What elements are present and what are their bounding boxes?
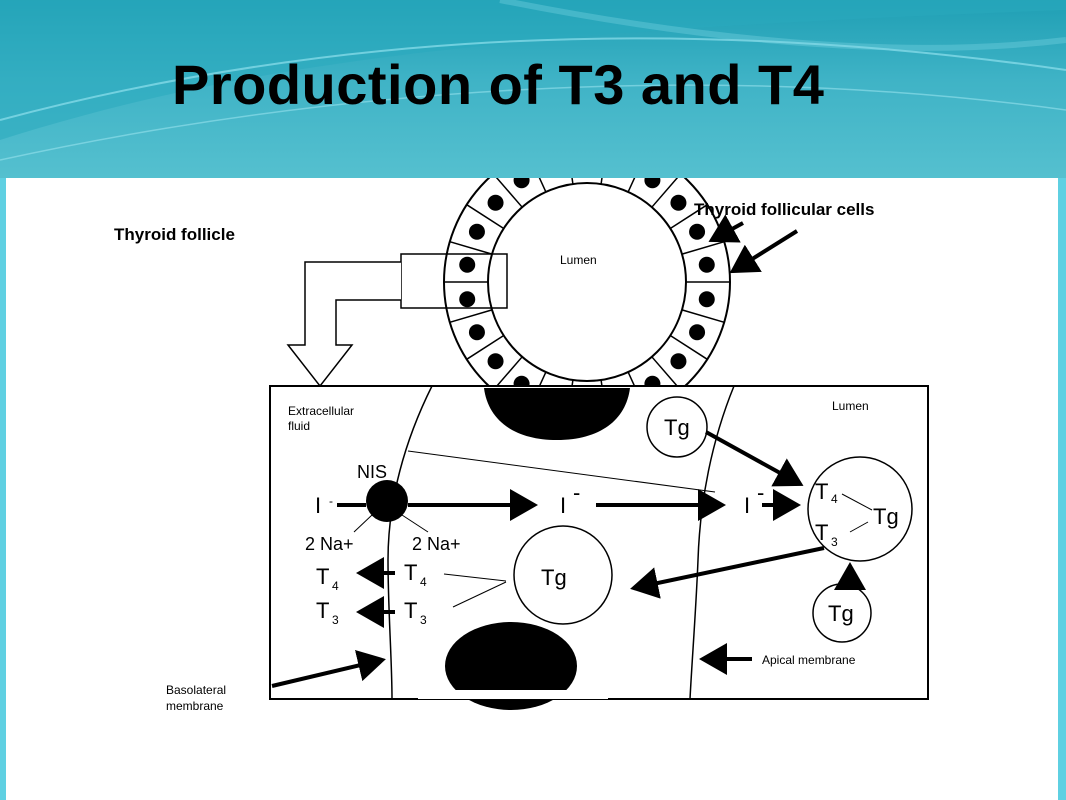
upper-nucleus (484, 388, 630, 440)
t3-release-line (452, 581, 507, 608)
tg-cell-circle (513, 525, 613, 625)
follicle-cell-wall (669, 204, 708, 230)
na-right-line (401, 514, 429, 533)
t4-release-line (443, 573, 507, 582)
basolateral-label-2: membrane (166, 699, 224, 713)
t4-label-out: T (316, 564, 329, 589)
t3-sub-out: 3 (332, 613, 339, 627)
follicle-cell-wall (651, 356, 682, 391)
slide-header: Production of T3 and T4 (0, 0, 1066, 178)
follicular-cells-arrow-2 (729, 229, 799, 274)
t4-sub-cell: 4 (420, 575, 427, 589)
follicle-cell-wall (449, 240, 493, 255)
slide-title: Production of T3 and T4 (172, 53, 825, 116)
t3-label-cell: T (404, 598, 417, 623)
follicle-cell-nucleus (487, 353, 504, 370)
t3-sub-lumen: 3 (831, 535, 838, 549)
follicle-cell-nucleus (689, 223, 706, 240)
zoom-arrow (286, 261, 401, 388)
extracellular-label-1: Extracellular (288, 404, 354, 418)
thyroid-follicle-label: Thyroid follicle (114, 225, 235, 244)
header-wave-decoration (0, 0, 1066, 161)
basolateral-arrow (271, 649, 386, 688)
slide-left-border (0, 0, 6, 800)
basolateral-membrane-line (387, 385, 433, 700)
t3-bond (849, 521, 869, 533)
tg-inner-label: Tg (873, 504, 899, 529)
t3-sub-cell: 3 (420, 613, 427, 627)
t4-label-lumen: T (815, 479, 828, 504)
diagram-panel: Lumen Thyroid follicle Thyroid follicula… (6, 178, 1058, 800)
iodinated-tg-circle (807, 456, 913, 562)
follicle-cell-nucleus (513, 178, 530, 189)
iodide-outside-charge: - (329, 494, 333, 508)
follicle-cell-nucleus (670, 353, 687, 370)
lower-nucleus (445, 622, 577, 710)
follicle-cell-nucleus (468, 324, 485, 341)
follicle-cell-wall (449, 309, 493, 324)
tg-bottom-label: Tg (828, 601, 854, 626)
follicle-cell-wall (466, 334, 505, 360)
follicle-cell-nucleus (468, 223, 485, 240)
na-left-label: 2 Na+ (305, 534, 354, 554)
thyroid-follicle-ring (443, 178, 731, 426)
nis-transporter (366, 480, 408, 522)
iodide-outside: I (315, 493, 321, 518)
apical-membrane-line (689, 385, 735, 700)
cell-lumen-label: Lumen (832, 399, 869, 413)
t3-label-out: T (316, 598, 329, 623)
tg-cell-label: Tg (541, 565, 567, 590)
iodide-cytoplasm-charge: - (573, 480, 580, 505)
nis-label: NIS (357, 462, 387, 482)
follicle-cell-wall (681, 309, 725, 324)
follicle-cell-wall (466, 204, 505, 230)
slide-right-border (1058, 0, 1066, 800)
follicle-cell-nucleus (689, 324, 706, 341)
follicle-cell-nucleus (459, 256, 476, 273)
follicle-cell-nucleus (698, 256, 715, 273)
extracellular-label-2: fluid (288, 419, 310, 433)
follicle-cell-wall (492, 356, 523, 391)
na-left-line (353, 514, 373, 533)
follicle-cell-wall (651, 178, 679, 208)
endocytosis-arrow (630, 546, 825, 599)
t4-bond (841, 493, 873, 511)
follicle-cell-nucleus (670, 194, 687, 211)
follicle-cell-wall (669, 334, 708, 360)
follicular-cells-label: Thyroid follicular cells (694, 200, 874, 219)
follicle-cell-nucleus (644, 178, 661, 189)
follicle-cell-wall (681, 240, 725, 255)
follicle-cell-wall (627, 178, 636, 193)
tg-lumen-label: Tg (664, 415, 690, 440)
t4-label-cell: T (404, 560, 417, 585)
cell-junction-line (407, 450, 716, 493)
iodide-cytoplasm: I (560, 493, 566, 518)
lower-nucleus-clip (418, 690, 608, 699)
basolateral-label-1: Basolateral (166, 683, 226, 697)
thyroid-hormone-diagram: Lumen Thyroid follicle Thyroid follicula… (114, 178, 929, 713)
follicle-cell-nucleus (459, 291, 476, 308)
follicle-cell-wall (538, 178, 547, 193)
follicle-cell-nucleus (698, 291, 715, 308)
follicle-cell-wall (495, 178, 523, 208)
tg-lumen-circle (646, 396, 708, 458)
t4-sub-lumen: 4 (831, 492, 838, 506)
follicle-lumen-label: Lumen (560, 253, 597, 267)
iodide-apical-charge: - (757, 480, 764, 505)
na-right-label: 2 Na+ (412, 534, 461, 554)
iodide-apical: I (744, 493, 750, 518)
tg-to-iodination-arrow (705, 430, 804, 487)
t4-sub-out: 4 (332, 579, 339, 593)
follicle-cell-nucleus (487, 194, 504, 211)
t3-label-lumen: T (815, 520, 828, 545)
apical-label: Apical membrane (762, 653, 856, 667)
follicular-cells-arrow-1 (708, 214, 744, 243)
